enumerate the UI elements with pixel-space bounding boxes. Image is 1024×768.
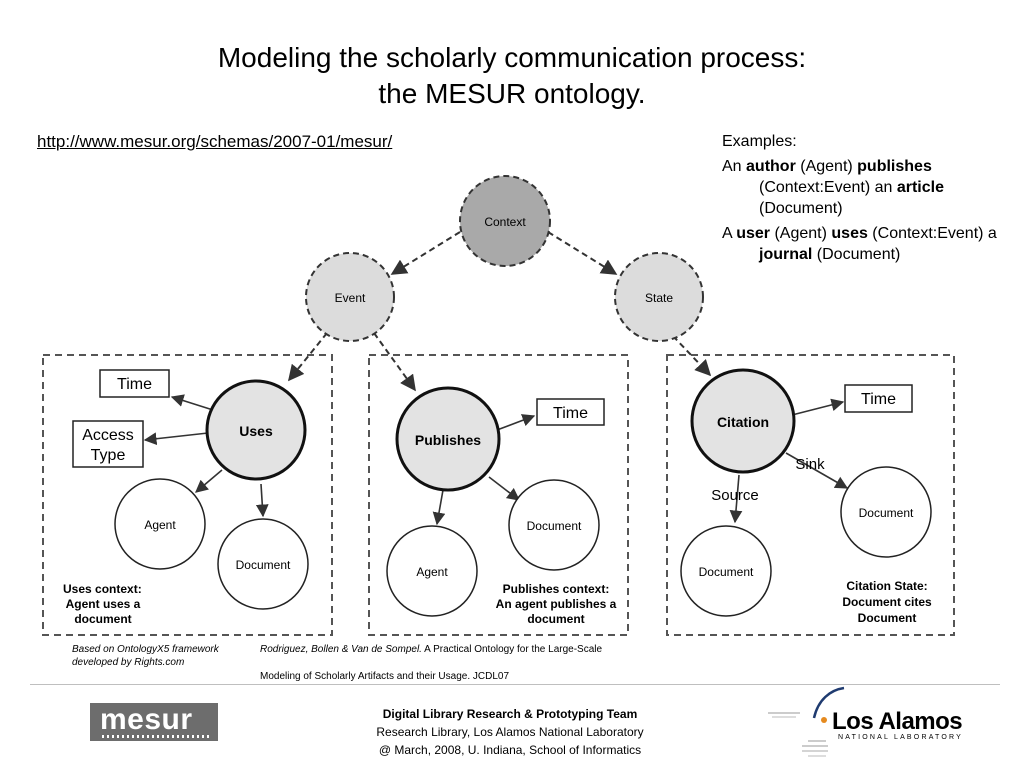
framework-footnote: Based on OntologyX5 framework developed … xyxy=(72,643,252,669)
publishes-document-node xyxy=(508,479,600,571)
state-node-label: State xyxy=(645,291,673,305)
access-type-box xyxy=(72,420,144,468)
edge-event-publishes xyxy=(373,332,416,392)
publishes-node-label: Publishes xyxy=(415,432,481,448)
edge-publishes-document xyxy=(488,476,521,501)
slide-title: Modeling the scholarly communication pro… xyxy=(0,40,1024,112)
ontology-diagram: Context Event State Uses Time Access Typ… xyxy=(42,175,955,636)
framework-footnote-line-2: developed by Rights.com xyxy=(72,657,185,668)
los-alamos-emblem-icon xyxy=(812,686,845,723)
source-edge-label: Source xyxy=(711,487,759,504)
framework-footnote-line-1: Based on OntologyX5 framework xyxy=(72,644,219,655)
source-document-label: Document xyxy=(699,565,754,579)
edge-citation-sink xyxy=(785,452,849,489)
publishes-time-box xyxy=(536,398,605,426)
example-author-publishes: An author (Agent) publishes (Context:Eve… xyxy=(722,158,944,217)
citation-caption-line-3: Document xyxy=(858,611,917,625)
uses-caption-line-2: Agent uses a xyxy=(66,597,141,611)
edge-publishes-agent xyxy=(432,489,446,526)
uses-caption-line-3: document xyxy=(74,612,131,626)
edge-context-event xyxy=(390,231,461,275)
small-print-mark-top xyxy=(768,712,800,718)
publishes-context-box xyxy=(368,354,629,636)
team-name: Digital Library Research & Prototyping T… xyxy=(382,707,638,721)
mesur-logo: mesur xyxy=(90,703,218,741)
los-alamos-logo: Los Alamos xyxy=(832,708,963,735)
footer-credits: Digital Library Research & Prototyping T… xyxy=(330,705,690,759)
edge-uses-document xyxy=(255,483,269,518)
uses-node-label: Uses xyxy=(239,423,273,439)
publishes-time-label: Time xyxy=(553,405,588,422)
sink-document-node xyxy=(840,466,932,558)
citation-node xyxy=(690,368,796,474)
citation-caption-line-1: Citation State: xyxy=(846,579,927,593)
uses-document-label: Document xyxy=(236,558,291,572)
organization-name: Research Library, Los Alamos National La… xyxy=(376,725,644,739)
publishes-caption-line-3: document xyxy=(527,612,584,626)
citation-state-box xyxy=(666,354,955,636)
example-user-uses: A user (Agent) uses (Context:Event) a jo… xyxy=(722,225,997,263)
event-node xyxy=(305,252,395,342)
citation-authors: Rodriguez, Bollen & Van de Sompel. xyxy=(260,644,422,655)
citation-node-label: Citation xyxy=(717,414,769,430)
sink-edge-label: Sink xyxy=(795,456,825,473)
edge-context-state xyxy=(547,231,618,275)
edge-state-citation xyxy=(672,335,712,377)
uses-time-box xyxy=(99,369,170,398)
context-node xyxy=(459,175,551,267)
publishes-agent-label: Agent xyxy=(416,565,448,579)
uses-caption-line-1: Uses context: xyxy=(63,582,142,596)
context-node-label: Context xyxy=(484,215,526,229)
citation-title-part-1: A Practical Ontology for the Large-Scale xyxy=(421,644,603,655)
footer-divider xyxy=(30,684,1000,685)
uses-node xyxy=(205,379,307,481)
publishes-caption-line-2: An agent publishes a xyxy=(496,597,617,611)
examples-panel: Examples: An author (Agent) publishes (C… xyxy=(722,131,1018,265)
publishes-agent-node xyxy=(386,525,478,617)
edge-citation-source xyxy=(729,474,743,524)
citation-time-box xyxy=(844,384,913,413)
ontology-schema-link[interactable]: http://www.mesur.org/schemas/2007-01/mes… xyxy=(37,132,393,151)
uses-agent-label: Agent xyxy=(144,518,176,532)
edge-event-uses xyxy=(287,332,328,382)
citation-footnote: Rodriguez, Bollen & Van de Sompel. A Pra… xyxy=(260,643,680,683)
edge-publishes-time xyxy=(496,414,536,431)
los-alamos-logo-subtitle: NATIONAL LABORATORY xyxy=(838,734,964,741)
event-node-label: Event xyxy=(335,291,366,305)
publishes-caption-line-1: Publishes context: xyxy=(503,582,610,596)
publishes-node xyxy=(395,386,501,492)
citation-caption-line-2: Document cites xyxy=(842,595,932,609)
event-line: @ March, 2008, U. Indiana, School of Inf… xyxy=(378,743,642,757)
small-print-mark-bottom xyxy=(802,740,828,757)
uses-context-box xyxy=(42,354,333,636)
publishes-document-label: Document xyxy=(527,519,582,533)
state-node xyxy=(614,252,704,342)
uses-time-label: Time xyxy=(117,376,152,393)
access-type-label-1: Access xyxy=(82,427,134,444)
citation-time-label: Time xyxy=(861,391,896,408)
source-document-node xyxy=(680,525,772,617)
citation-title-part-2: Modeling of Scholarly Artifacts and thei… xyxy=(260,671,510,682)
uses-document-node xyxy=(217,518,309,610)
edge-uses-time xyxy=(170,394,214,411)
slide-title-line-1: Modeling the scholarly communication pro… xyxy=(217,42,807,73)
edge-uses-agent xyxy=(195,469,223,493)
sink-document-label: Document xyxy=(859,506,914,520)
examples-heading: Examples: xyxy=(722,133,797,150)
uses-agent-node xyxy=(114,478,206,570)
access-type-label-2: Type xyxy=(91,447,126,464)
edge-uses-access-type xyxy=(143,432,209,446)
slide-title-line-2: the MESUR ontology. xyxy=(378,78,646,109)
edge-citation-time xyxy=(791,398,845,416)
